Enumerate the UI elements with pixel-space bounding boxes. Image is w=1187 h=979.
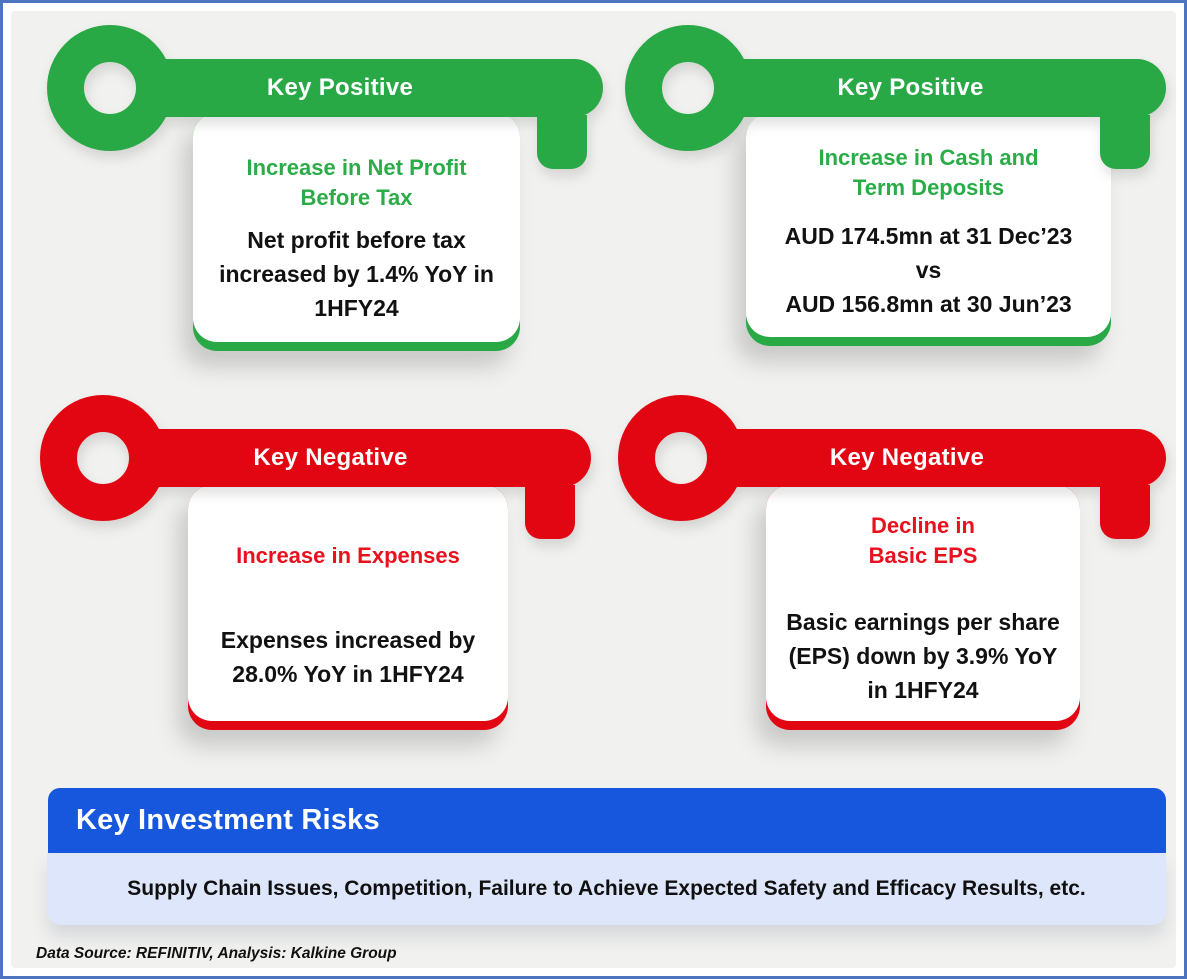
card-body: AUD 174.5mn at 31 Dec’23 vs AUD 156.8mn … xyxy=(784,223,1073,317)
key-negative-card-1: Increase in Expenses Expenses increased … xyxy=(188,485,508,730)
key-investment-risks-text: Supply Chain Issues, Competition, Failur… xyxy=(47,853,1166,925)
key-label: Key Negative xyxy=(253,444,408,471)
key-positive-card-1: Increase in Net Profit Before Tax Net pr… xyxy=(193,113,520,351)
key-shaft xyxy=(136,429,591,487)
card-surface: Increase in Expenses Expenses increased … xyxy=(188,485,508,721)
key-label: Key Negative xyxy=(829,444,985,471)
key-label: Key Positive xyxy=(837,74,984,101)
key-tooth xyxy=(1100,115,1150,169)
card-body: Expenses increased by 28.0% YoY in 1HFY2… xyxy=(220,627,476,687)
card-headline: Increase in Expenses xyxy=(236,543,460,568)
key-positive-card-2: Increase in Cash and Term Deposits AUD 1… xyxy=(746,113,1111,346)
key-tooth xyxy=(537,115,587,169)
key-shaft xyxy=(714,429,1166,487)
card-surface: Increase in Cash and Term Deposits AUD 1… xyxy=(746,113,1111,337)
card-headline: Increase in Net Profit Before Tax xyxy=(246,155,467,210)
key-tooth xyxy=(1100,485,1150,539)
card-body: Net profit before tax increased by 1.4% … xyxy=(219,227,494,321)
key-shaft xyxy=(721,59,1166,117)
card-body: Basic earnings per share (EPS) down by 3… xyxy=(786,609,1060,703)
card-surface: Increase in Net Profit Before Tax Net pr… xyxy=(193,113,520,342)
key-negative-icon-1: Key Negative xyxy=(40,395,591,543)
card-headline: Increase in Cash and Term Deposits xyxy=(818,145,1039,200)
key-negative-icon-2: Key Negative xyxy=(618,395,1166,543)
key-investment-risks-banner: Key Investment Risks xyxy=(48,788,1166,853)
key-positive-icon-1: Key Positive xyxy=(47,25,603,173)
key-tooth xyxy=(525,485,575,539)
card-headline: Decline in Basic EPS xyxy=(868,513,978,568)
key-positive-icon-2: Key Positive xyxy=(625,25,1166,173)
key-negative-card-2: Decline in Basic EPS Basic earnings per … xyxy=(766,485,1080,730)
card-surface: Decline in Basic EPS Basic earnings per … xyxy=(766,485,1080,721)
data-source-note: Data Source: REFINITIV, Analysis: Kalkin… xyxy=(36,945,397,962)
key-shaft xyxy=(143,59,603,117)
key-label: Key Positive xyxy=(266,74,414,101)
